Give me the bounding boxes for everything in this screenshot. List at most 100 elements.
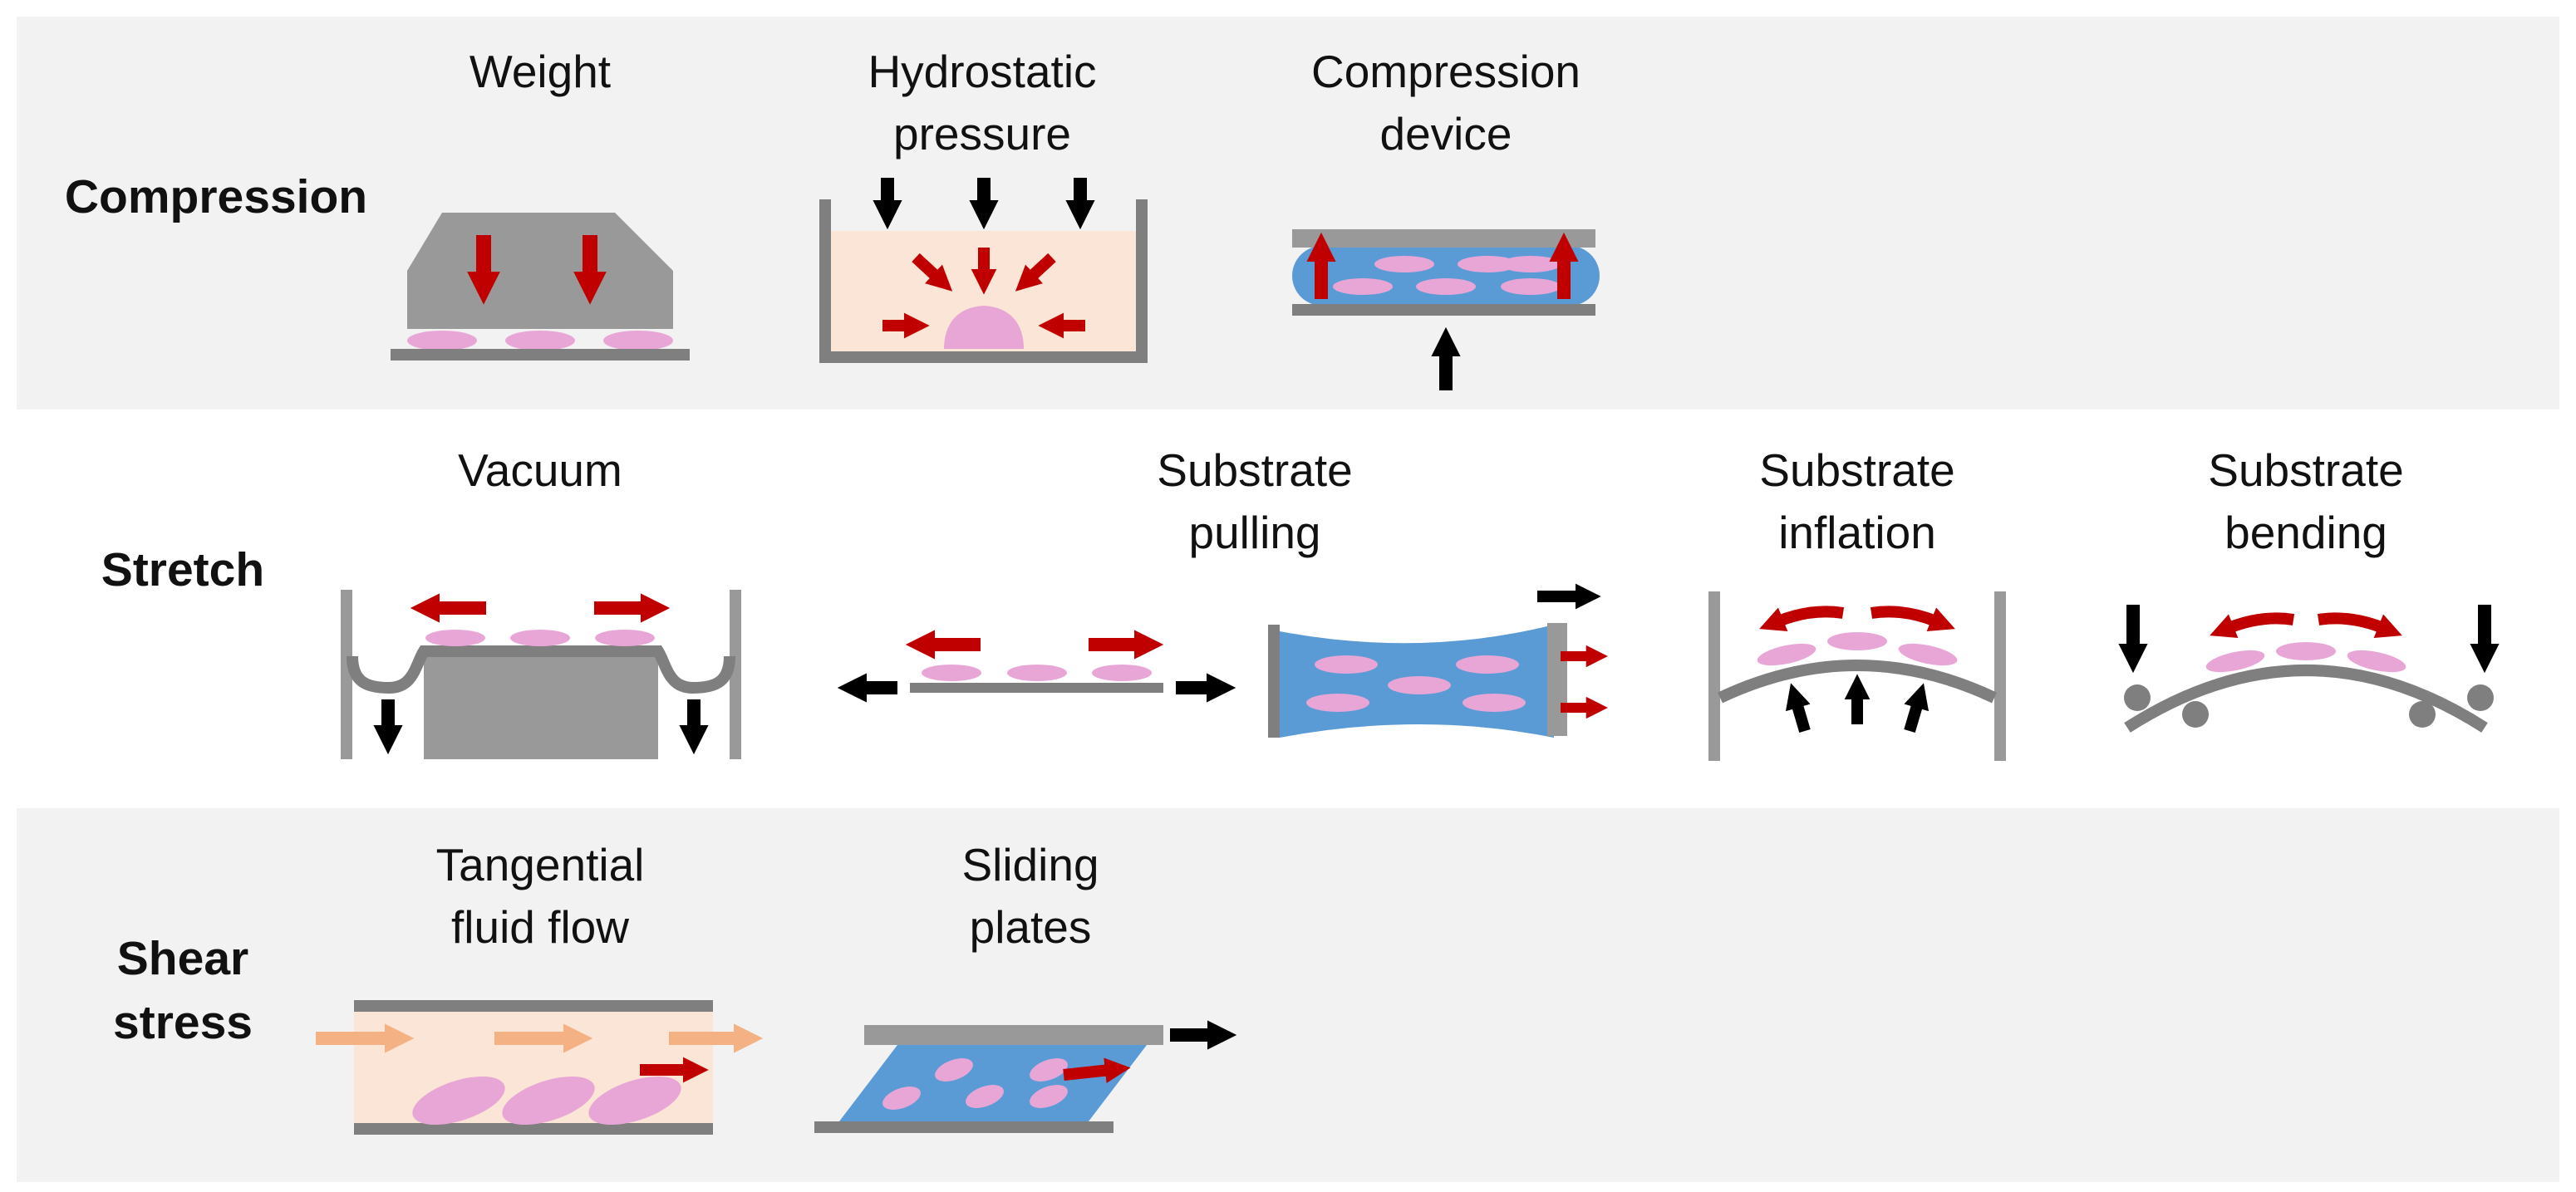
vacuum-illustration [341, 590, 741, 759]
row-label-shear-line2: stress [113, 996, 253, 1049]
cell [1315, 655, 1378, 674]
bending-title-line1: Substrate [2208, 444, 2403, 496]
cell [1416, 278, 1476, 295]
cell [425, 630, 485, 646]
red-arrow-right [1063, 1057, 1131, 1083]
membrane [347, 645, 735, 694]
gel [1292, 246, 1600, 306]
plates-title-line1: Sliding [961, 839, 1099, 890]
top-roller [2124, 684, 2151, 711]
cell [922, 665, 981, 681]
top-plate [864, 1025, 1163, 1045]
pulling-title-line1: Substrate [1157, 444, 1352, 496]
inflated-membrane [1718, 660, 1997, 704]
cell [1757, 643, 1816, 666]
row-label-shear-line1: Shear [117, 932, 248, 985]
cell [882, 1087, 921, 1110]
inflation-title-line1: Substrate [1759, 444, 1954, 496]
top-plate [1292, 229, 1595, 248]
black-arrow-up-left [1785, 683, 1811, 733]
wall-right [1994, 591, 2006, 761]
cell [1456, 655, 1519, 674]
bent-substrate [2124, 665, 2488, 733]
red-curved-arrow-right [2317, 612, 2402, 639]
cell [505, 331, 575, 351]
top-wall [354, 1000, 713, 1012]
wall-left [341, 590, 352, 759]
inflation-title-line2: inflation [1778, 507, 1936, 558]
inflation-illustration [1708, 591, 2006, 761]
cell [1501, 278, 1561, 295]
weight-title: Weight [469, 46, 611, 97]
sheared-cell [412, 1076, 505, 1126]
plates-illustration [814, 1020, 1237, 1133]
red-curved-arrow-left [2210, 612, 2295, 639]
substrate-strip [910, 683, 1163, 693]
row-label-shear-line2-text: stress [113, 996, 253, 1049]
cell [1333, 278, 1393, 295]
hydrostatic-title-line2: pressure [893, 108, 1071, 159]
cell [966, 1085, 1004, 1108]
flow-illustration [316, 1000, 764, 1135]
cell [1007, 665, 1067, 681]
pulling-gel-illustration [1268, 583, 1609, 738]
pulling-strip-illustration [837, 630, 1236, 703]
cell-rounded [944, 306, 1024, 349]
sheared-cell [588, 1076, 681, 1126]
cell [1501, 256, 1561, 272]
bottom-plate [1292, 304, 1595, 316]
compression-device-title-line2: device [1380, 108, 1512, 159]
flow-title-line1: Tangential [436, 839, 645, 890]
hydrostatic-illustration [819, 178, 1148, 363]
cell [1374, 256, 1434, 272]
plates-title-line2: plates [970, 901, 1092, 953]
bottom-plate [814, 1121, 1113, 1133]
red-arrow-diag-right [1015, 253, 1056, 292]
cell [603, 331, 673, 351]
compression-device-illustration [1292, 229, 1600, 390]
cell [2347, 650, 2406, 673]
cell [1306, 694, 1369, 712]
cell [1030, 1058, 1068, 1082]
bending-illustration [2118, 605, 2500, 733]
red-curved-arrow-left [1759, 606, 1845, 632]
container [819, 199, 1148, 363]
clamp-right [1547, 623, 1567, 736]
hydrostatic-title-line1: Hydrostatic [868, 46, 1096, 97]
bending-title-line2: bending [2225, 507, 2387, 558]
cell [595, 630, 655, 646]
weight-illustration [391, 213, 690, 361]
row-label-compression: Compression [65, 170, 367, 223]
weight-substrate [391, 349, 690, 361]
sheared-cell [502, 1076, 595, 1126]
post [424, 656, 658, 759]
sheared-gel [839, 1045, 1147, 1121]
vacuum-title: Vacuum [458, 444, 622, 496]
cell [510, 630, 570, 646]
red-arrow-diag-left [912, 253, 953, 292]
cell [2205, 650, 2265, 673]
red-curved-arrow-right [1870, 606, 1955, 632]
row-label-stretch: Stretch [101, 543, 264, 596]
bottom-roller [2409, 701, 2436, 728]
cell [1463, 694, 1526, 712]
bottom-wall [354, 1123, 713, 1135]
cell [1092, 665, 1152, 681]
cell [935, 1058, 973, 1082]
cell [407, 331, 477, 351]
cell [1458, 256, 1517, 272]
pulling-title-line2: pulling [1188, 507, 1320, 558]
compression-device-title-line1: Compression [1311, 46, 1581, 97]
bottom-roller [2182, 701, 2209, 728]
cell [1827, 632, 1887, 650]
cell [1898, 643, 1958, 666]
row-label-shear: Shear [117, 932, 248, 985]
cell [1388, 676, 1451, 694]
black-arrow-up-right [1904, 683, 1930, 733]
cell [1030, 1085, 1068, 1108]
flow-title-line2: fluid flow [451, 901, 629, 953]
cell [2276, 642, 2336, 660]
wall-left [1708, 591, 1720, 761]
